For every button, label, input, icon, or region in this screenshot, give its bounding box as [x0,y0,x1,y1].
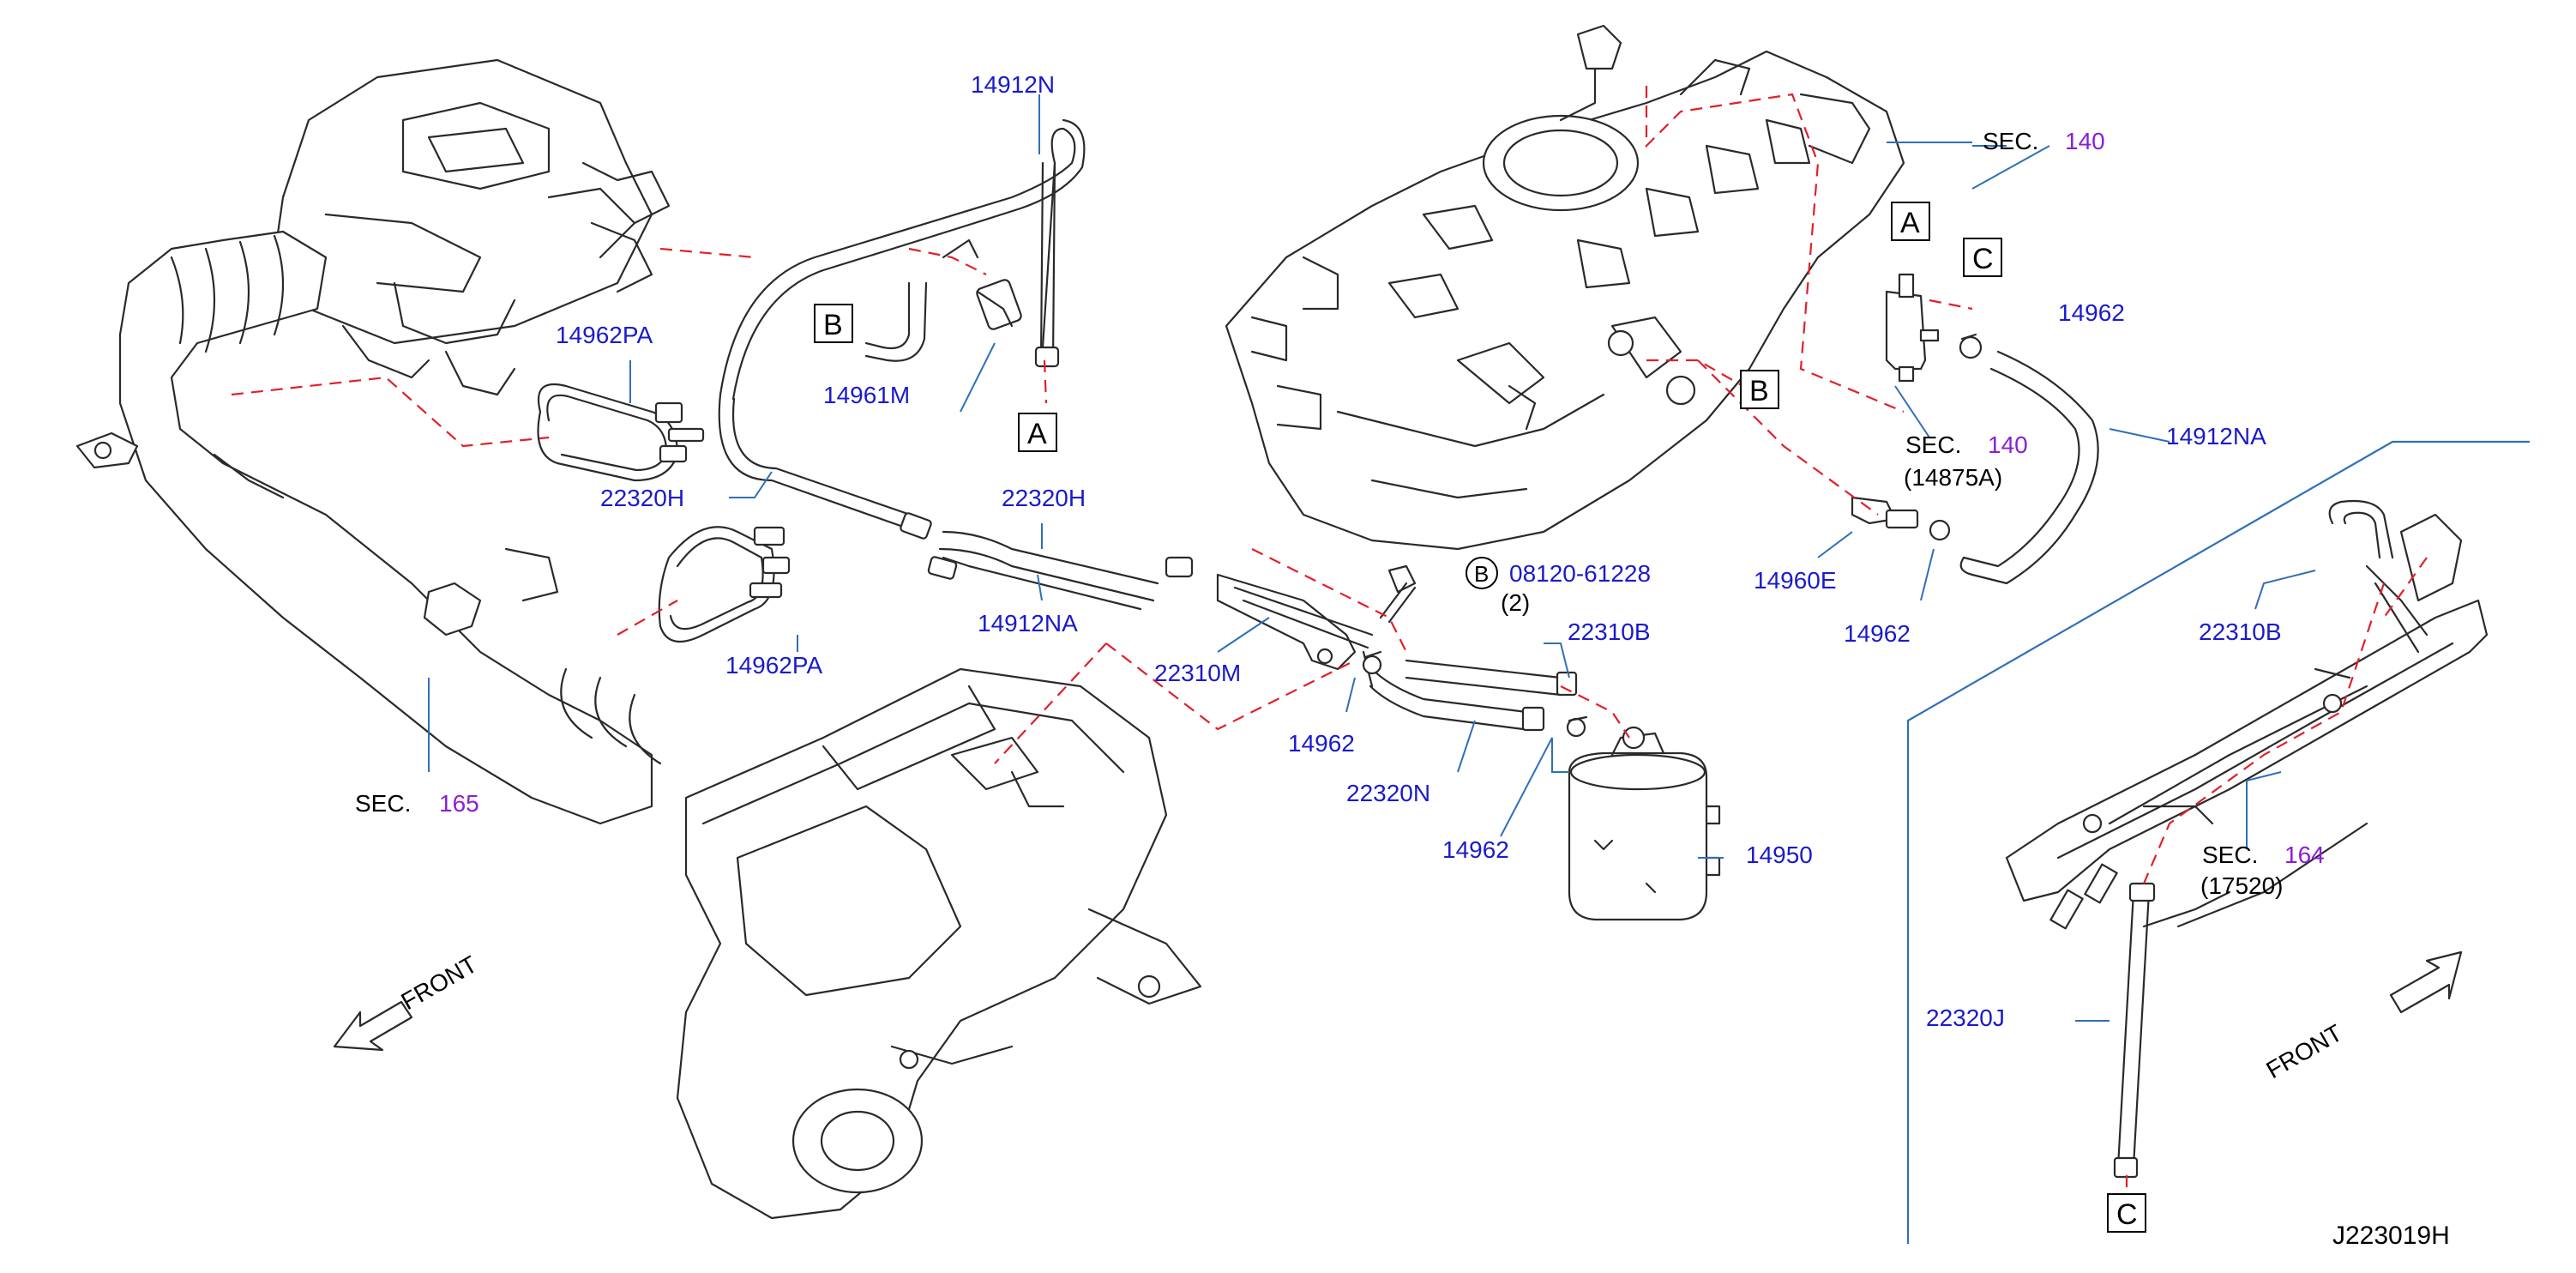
bolt-08120-drawing [1379,564,1417,624]
label-22320J: 22320J [1926,1005,2005,1031]
label-14912N: 14912N [971,71,1055,98]
figure-id: J223019H [2332,1222,2450,1250]
hose-14912N-drawing [719,118,1086,401]
connector-C-bottom: C [2107,1193,2146,1233]
bracket-22310M-drawing [1216,573,1374,671]
label-22320N: 22320N [1346,780,1430,806]
svg-text:(17520): (17520) [2200,872,2284,899]
fuel-rail-drawing [2005,499,2489,930]
label-22310M: 22310M [1154,660,1241,686]
label-22310B-mid: 22310B [1568,618,1651,645]
connector-A-right: A [1891,202,1930,241]
sec-140-mid: SEC. 140 (14875A) [1904,431,2028,491]
clamp-14962-a-drawing [1362,650,1382,675]
label-14961M: 14961M [823,382,910,408]
sec-165: SEC. 165 [355,790,479,817]
svg-text:A: A [1900,207,1920,239]
front-label-right: FRONT [2262,1019,2347,1083]
label-14962-c: 14962 [1844,620,1911,647]
bolt-marker-B: B [1466,557,1498,589]
label-14960E: 14960E [1754,567,1837,594]
svg-text:SEC.: SEC. [1905,431,1961,458]
intake-manifold-drawing [1225,24,1905,551]
front-arrow-left: FRONT [333,950,482,1052]
hose-22320N-drawing [1362,650,1545,732]
air-intake-duct-drawing [75,230,662,825]
label-22310B-right: 22310B [2199,618,2282,645]
connector-B-left: B [814,304,853,343]
svg-text:164: 164 [2284,842,2325,868]
hose-14912NA-right-drawing [1959,350,2099,585]
label-22320H-left: 22320H [600,485,684,511]
label-14962-top: 14962 [2058,299,2125,326]
label-14962PA-top: 14962PA [556,322,653,348]
svg-text:SEC.: SEC. [355,790,411,817]
label-14912NA-mid: 14912NA [978,610,1078,636]
sec-140-top: SEC. 140 [1983,128,2105,154]
panel-divider [1906,440,2530,1244]
purge-valve-drawing [1885,273,1983,383]
evap-canister-14950-drawing [1568,726,1721,921]
hose-14961M-drawing [864,238,1022,362]
svg-text:A: A [1027,418,1047,450]
svg-text:B: B [1474,561,1489,587]
hose-22320J-drawing [2113,882,2156,1179]
label-14962PA-bottom: 14962PA [725,652,822,679]
svg-text:140: 140 [2065,128,2105,154]
front-arrow-right: FRONT [2262,950,2463,1083]
svg-text:SEC.: SEC. [1983,128,2038,154]
svg-text:B: B [1749,375,1769,407]
valve-14960E-drawing [1851,496,1951,541]
label-14962-b: 14962 [1442,836,1509,863]
hose-22310B-mid-drawing [1405,659,1578,697]
label-14962-a: 14962 [1288,730,1355,757]
connector-B-right: B [1740,370,1779,409]
clamp-14962-b-drawing [1566,715,1588,738]
svg-text:C: C [1972,243,1994,275]
hose-22320H-drawing [718,393,932,540]
connector-C-right: C [1963,238,2002,277]
leader-lines [428,94,2316,1022]
sec-164: SEC. 164 (17520) [2200,842,2325,899]
engine-cover-drawing [273,58,671,396]
label-08120-qty: (2) [1501,589,1530,616]
label-22320H-mid: 22320H [1002,485,1086,511]
front-label-left: FRONT [397,950,482,1015]
svg-text:SEC.: SEC. [2202,842,2258,868]
hose-14912NA-mid-drawing [927,530,1194,611]
svg-text:(14875A): (14875A) [1904,464,2002,491]
clamp-14962PA-bottom-drawing [658,526,791,643]
dashed-connections [231,86,2428,1201]
clamp-14962PA-top-drawing [537,383,705,482]
label-14950: 14950 [1746,842,1813,868]
svg-text:140: 140 [1988,431,2028,458]
svg-text:B: B [823,309,843,341]
connector-A-left: A [1018,413,1057,452]
label-14912NA-right: 14912NA [2166,423,2266,449]
svg-text:C: C [2116,1198,2138,1231]
label-08120-61228: 08120-61228 [1509,560,1651,587]
svg-text:165: 165 [439,790,479,817]
catalytic-converter-drawing [676,667,1202,1220]
